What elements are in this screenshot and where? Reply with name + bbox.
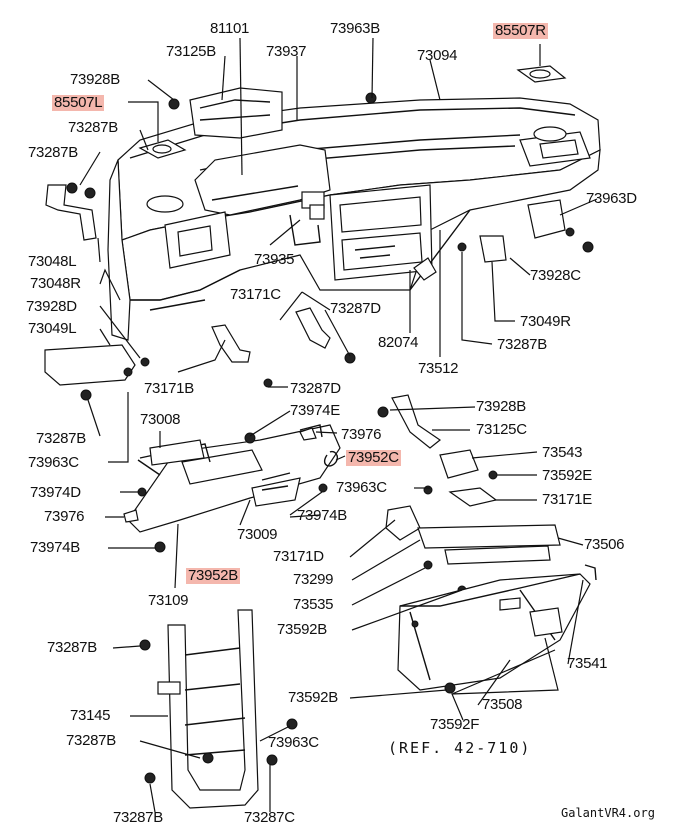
part-label-73109: 73109 xyxy=(148,592,189,609)
part-label-73287b-b: 73287B xyxy=(28,144,78,161)
part-label-73963d: 73963D xyxy=(586,190,637,207)
reference-note: (REF. 42-710) xyxy=(388,739,532,757)
part-label-73974b-a: 73974B xyxy=(297,507,347,524)
part-label-73592b-b: 73592B xyxy=(288,689,338,706)
part-label-73049l: 73049L xyxy=(28,320,77,337)
brace-73171e-drawing xyxy=(448,487,498,507)
part-label-73592e: 73592E xyxy=(542,467,592,484)
bracket-73048l-drawing xyxy=(45,184,97,241)
part-label-73287b-c: 73287B xyxy=(497,336,547,353)
part-label-73963c-c: 73963C xyxy=(268,734,319,751)
bracket-73049r-drawing xyxy=(479,235,507,263)
part-label-73928d: 73928D xyxy=(26,298,77,315)
watermark: GalantVR4.org xyxy=(561,806,655,820)
bracket-73125c-drawing xyxy=(391,394,442,449)
part-label-73171b: 73171B xyxy=(144,380,194,397)
glove-box-73508-drawing xyxy=(397,573,591,694)
part-label-73048l: 73048L xyxy=(28,253,77,270)
part-label-73928b-mid: 73928B xyxy=(476,398,526,415)
part-label-73171d: 73171D xyxy=(273,548,324,565)
part-label-73952c: 73952C xyxy=(346,449,401,466)
part-label-73508: 73508 xyxy=(482,696,523,713)
part-label-73008: 73008 xyxy=(140,411,181,428)
bracket-73008-drawing xyxy=(149,439,205,466)
striker-73543-drawing xyxy=(439,449,479,479)
part-label-73287d-a: 73287D xyxy=(330,300,381,317)
part-label-73974e: 73974E xyxy=(290,402,340,419)
instrument-panel-drawing xyxy=(107,97,601,341)
part-label-73512: 73512 xyxy=(418,360,459,377)
brace-73171d-drawing xyxy=(385,505,421,541)
speaker-85507l-drawing xyxy=(138,139,187,159)
part-label-73928b-top: 73928B xyxy=(70,71,120,88)
part-label-73287c: 73287C xyxy=(244,809,295,823)
speaker-85507r-drawing xyxy=(516,65,567,83)
part-label-73541: 73541 xyxy=(567,655,608,672)
part-label-73125c: 73125C xyxy=(476,421,527,438)
part-label-85507r: 85507R xyxy=(493,22,548,39)
part-label-73287b-a: 73287B xyxy=(68,119,118,136)
part-label-73963c-a: 73963C xyxy=(28,454,79,471)
part-label-73592b-a: 73592B xyxy=(277,621,327,638)
part-label-73535: 73535 xyxy=(293,596,334,613)
bracket-73928c-drawing xyxy=(527,199,566,239)
part-label-73094: 73094 xyxy=(417,47,458,64)
part-label-73299: 73299 xyxy=(293,571,334,588)
part-label-73935: 73935 xyxy=(254,251,295,268)
part-label-73287b-f: 73287B xyxy=(66,732,116,749)
part-label-73287d-b: 73287D xyxy=(290,380,341,397)
brace-73171c-drawing xyxy=(295,307,331,349)
part-label-73963c-b: 73963C xyxy=(336,479,387,496)
part-label-73009: 73009 xyxy=(237,526,278,543)
part-label-73976-a: 73976 xyxy=(341,426,382,443)
part-label-85507l: 85507L xyxy=(52,94,105,111)
brace-73171b-drawing xyxy=(211,324,251,363)
part-label-73506: 73506 xyxy=(584,536,625,553)
rail-73506-drawing xyxy=(417,524,561,549)
part-label-73974d: 73974D xyxy=(30,484,81,501)
brace-73145-drawing xyxy=(139,609,298,809)
part-label-73937: 73937 xyxy=(266,43,307,60)
part-label-73952b: 73952B xyxy=(186,567,240,584)
part-label-73145: 73145 xyxy=(70,707,111,724)
part-label-73171e: 73171E xyxy=(542,491,592,508)
part-label-73974b-b: 73974B xyxy=(30,539,80,556)
part-label-73287b-e: 73287B xyxy=(47,639,97,656)
part-label-73048r: 73048R xyxy=(30,275,81,292)
part-label-73125b: 73125B xyxy=(166,43,216,60)
part-label-73976-b: 73976 xyxy=(44,508,85,525)
part-label-73049r: 73049R xyxy=(520,313,571,330)
part-label-81101: 81101 xyxy=(210,20,250,37)
part-label-73543: 73543 xyxy=(542,444,583,461)
bracket-73049l-drawing xyxy=(44,344,136,386)
bracket-73125b-drawing xyxy=(189,87,283,139)
part-label-73928c: 73928C xyxy=(530,267,581,284)
leader-lines xyxy=(79,37,598,813)
part-label-82074: 82074 xyxy=(378,334,419,351)
part-label-73171c: 73171C xyxy=(230,286,281,303)
part-label-73287b-d: 73287B xyxy=(36,430,86,447)
part-label-73963b: 73963B xyxy=(330,20,380,37)
part-label-73287b-g: 73287B xyxy=(113,809,163,823)
part-label-73592f: 73592F xyxy=(430,716,480,733)
